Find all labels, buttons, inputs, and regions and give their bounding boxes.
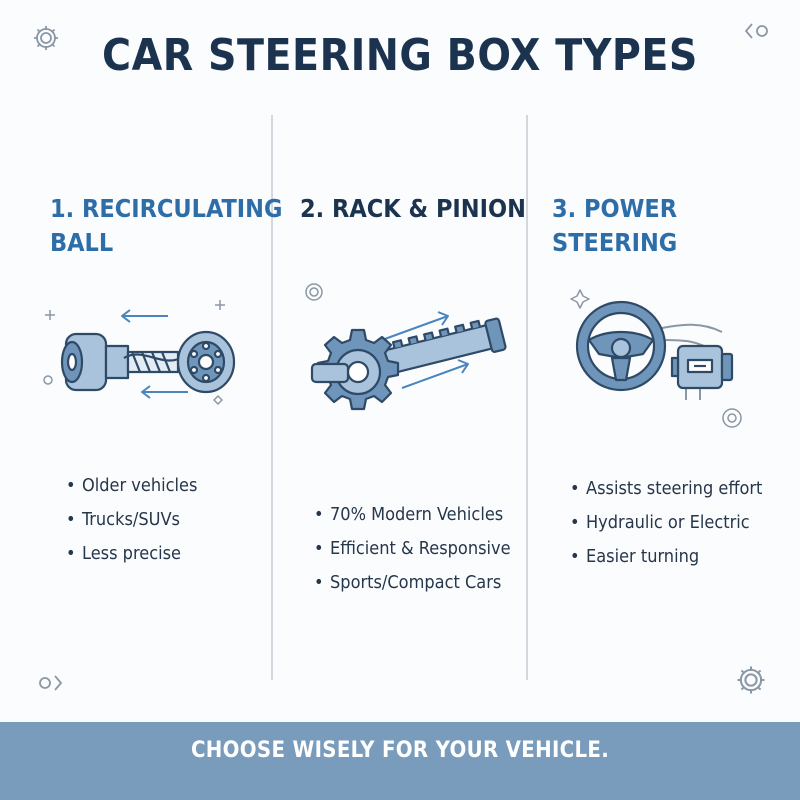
column-heading-rack-pinion: 2. RACK & PINION bbox=[300, 194, 526, 223]
power-steering-features: Assists steering effort Hydraulic or Ele… bbox=[570, 472, 762, 574]
footer-banner: CHOOSE WISELY FOR YOUR VEHICLE. bbox=[0, 722, 800, 800]
list-item: Sports/Compact Cars bbox=[314, 566, 511, 600]
list-item: Older vehicles bbox=[66, 469, 197, 503]
recirculating-ball-gear-icon bbox=[43, 300, 236, 405]
list-item: Easier turning bbox=[570, 540, 762, 574]
rack-pinion-features: 70% Modern Vehicles Efficient & Responsi… bbox=[314, 498, 511, 600]
list-item: Efficient & Responsive bbox=[314, 532, 511, 566]
recirculating-ball-features: Older vehicles Trucks/SUVs Less precise bbox=[66, 469, 197, 571]
steering-wheel-icon bbox=[570, 289, 742, 428]
gear-icon bbox=[737, 666, 765, 694]
list-item: Less precise bbox=[66, 537, 197, 571]
column-divider bbox=[526, 115, 528, 680]
column-heading-recirculating-ball: 1. RECIRCULATING BALL bbox=[50, 194, 283, 257]
chevron-circle-icon bbox=[744, 23, 768, 39]
circle-chevron-icon bbox=[39, 675, 63, 691]
column-heading-power-steering: 3. POWER STEERING bbox=[552, 194, 678, 257]
list-item: Trucks/SUVs bbox=[66, 503, 197, 537]
list-item: Hydraulic or Electric bbox=[570, 506, 762, 540]
page-title: CAR STEERING BOX TYPES bbox=[102, 30, 698, 81]
column-divider bbox=[271, 115, 273, 680]
gear-icon bbox=[34, 26, 58, 50]
list-item: 70% Modern Vehicles bbox=[314, 498, 511, 532]
list-item: Assists steering effort bbox=[570, 472, 762, 506]
rack-and-pinion-gear-icon bbox=[305, 283, 507, 411]
